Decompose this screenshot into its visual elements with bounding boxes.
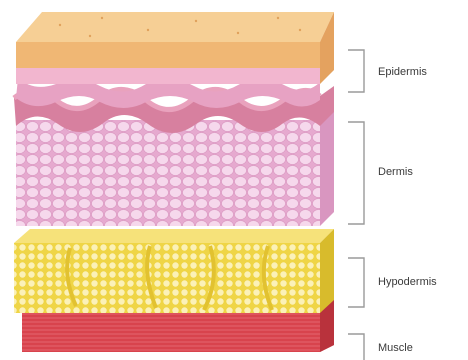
muscle-bracket [348,334,364,360]
dermis-label: Dermis [378,166,413,178]
epidermis-label: Epidermis [378,66,427,78]
epidermis-layer [16,12,334,108]
dermis-layer [14,86,334,226]
layer-brackets [348,50,364,360]
hypodermis-layer [14,229,334,313]
hypodermis-label: Hypodermis [378,276,437,288]
epidermis-bracket [348,50,364,92]
muscle-label: Muscle [378,342,413,354]
dermis-bracket [348,122,364,224]
hypodermis-bracket [348,258,364,307]
